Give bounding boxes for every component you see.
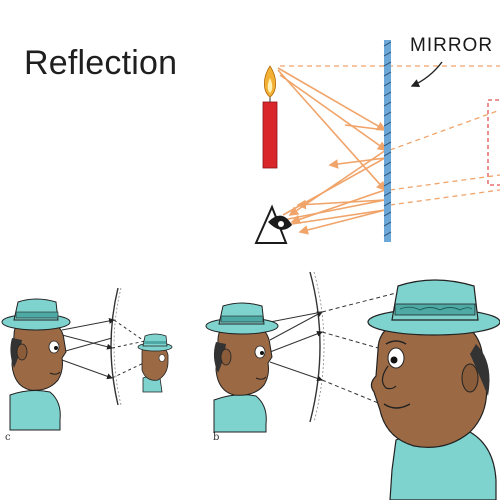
plane-mirror [383,40,392,242]
panel-c-rays [61,317,115,380]
man-image-small [137,333,173,393]
slide-title: Reflection [24,44,178,82]
man-with-hat-c [1,298,71,431]
panel-b-rays [269,311,323,382]
man-with-hat-b [205,302,279,433]
light-rays [277,67,388,235]
concave-mirror-icon [110,287,119,406]
virtual-image-box [487,99,500,186]
eye-icon [254,204,292,244]
candle-icon [262,65,278,169]
panel-label-b: b [213,432,220,443]
concave-mirror-icon-b [309,271,321,423]
mirror-pointer-arrow [410,61,443,87]
panel-b-diagram [205,271,500,500]
panel-c-diagram [1,287,173,431]
man-image-large [367,279,500,500]
mirror-label: MIRROR [410,35,494,56]
plane-mirror-diagram [254,40,500,244]
panel-label-c: c [5,432,11,443]
